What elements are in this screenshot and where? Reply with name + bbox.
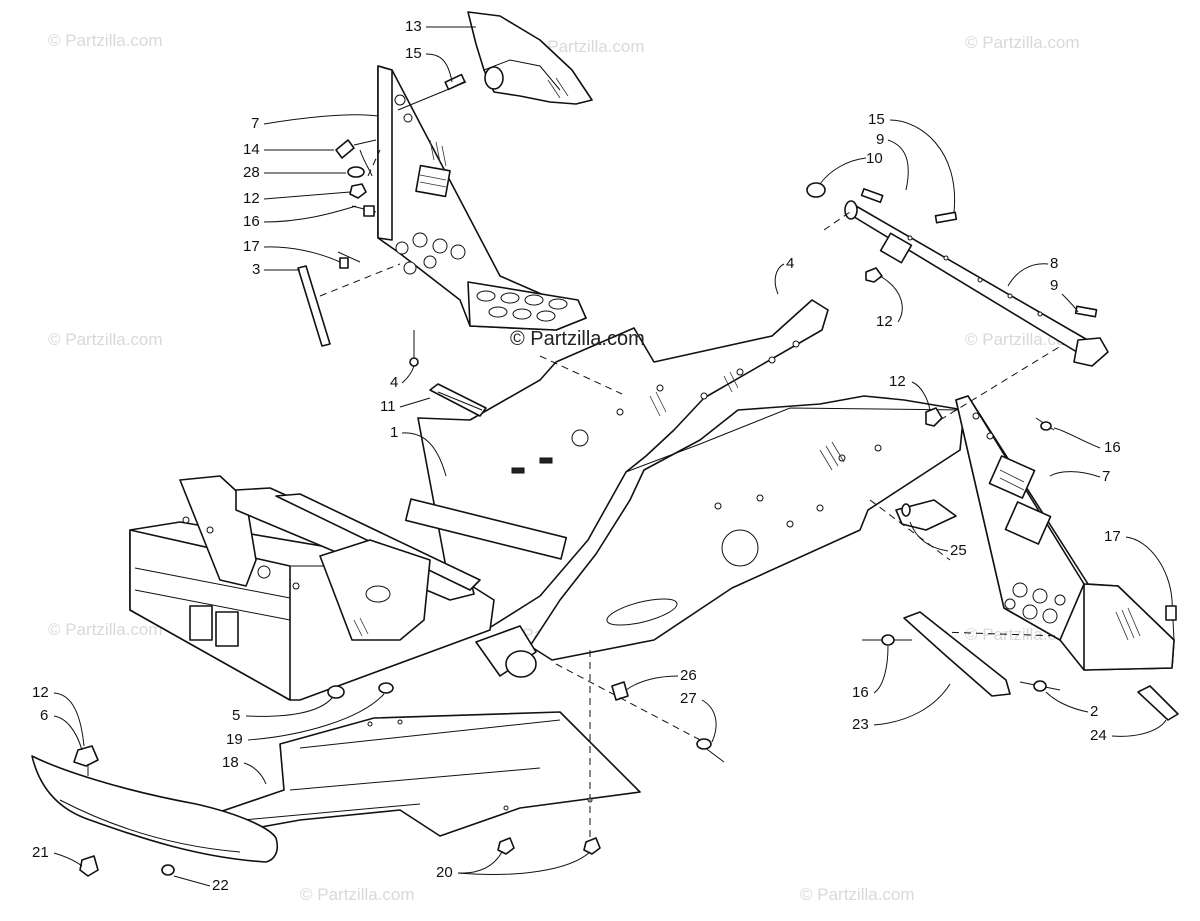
callout-14: 14 — [243, 141, 260, 158]
watermark: © Partzilla.com — [300, 885, 415, 904]
front-bracket-23 — [903, 611, 1011, 697]
right-hardware — [862, 417, 1177, 692]
callout-10: 10 — [866, 150, 883, 167]
callout-16: 16 — [852, 684, 869, 701]
callout-20: 20 — [436, 864, 453, 881]
callout-16: 16 — [243, 213, 260, 230]
callout-23: 23 — [852, 716, 869, 733]
callout-13: 13 — [405, 18, 422, 35]
callout-19: 19 — [226, 731, 243, 748]
steering-support-left — [377, 65, 587, 331]
callout-2: 2 — [1090, 703, 1098, 720]
callout-12: 12 — [889, 373, 906, 390]
callout-17: 17 — [243, 238, 260, 255]
callout-28: 28 — [243, 164, 260, 181]
steering-cover — [467, 11, 593, 105]
top-left-hardware — [297, 73, 467, 347]
steering-support-right — [869, 343, 1175, 671]
callout-5: 5 — [232, 707, 240, 724]
callout-9: 9 — [876, 131, 884, 148]
strip-and-rivet — [409, 330, 487, 417]
callout-16: 16 — [1104, 439, 1121, 456]
watermark: © Partzilla.com — [530, 37, 645, 56]
callout-26: 26 — [680, 667, 697, 684]
callout-4: 4 — [390, 374, 398, 391]
callout-27: 27 — [680, 690, 697, 707]
callout-7: 7 — [251, 115, 259, 132]
callout-layer: 13 15 7 14 28 12 16 17 3 4 11 1 — [32, 18, 1173, 894]
callout-9: 9 — [1050, 277, 1058, 294]
main-frame — [129, 299, 965, 701]
callout-24: 24 — [1090, 727, 1107, 744]
watermark: © Partzilla.com — [965, 33, 1080, 52]
watermark: © Partzilla.com — [48, 620, 163, 639]
callout-8: 8 — [1050, 255, 1058, 272]
watermark: © Partzilla.com — [800, 885, 915, 904]
watermark: © Partzilla.com — [48, 330, 163, 349]
callout-15: 15 — [405, 45, 422, 62]
callout-17: 17 — [1104, 528, 1121, 545]
watermark: © Partzilla.com — [48, 31, 163, 50]
callout-12: 12 — [32, 684, 49, 701]
callout-4: 4 — [786, 255, 794, 272]
callout-12: 12 — [243, 190, 260, 207]
callout-11: 11 — [380, 398, 396, 415]
callout-25: 25 — [950, 542, 967, 559]
bottom-fasteners — [497, 650, 725, 855]
front-bumper — [31, 745, 279, 877]
callout-1: 1 — [390, 424, 398, 441]
callout-7: 7 — [1102, 468, 1110, 485]
plate-24 — [1137, 685, 1179, 721]
callout-22: 22 — [212, 877, 229, 894]
belly-pan — [195, 711, 641, 837]
callout-21: 21 — [32, 844, 49, 861]
callout-15: 15 — [868, 111, 885, 128]
callout-18: 18 — [222, 754, 239, 771]
callout-6: 6 — [40, 707, 48, 724]
callout-12: 12 — [876, 313, 893, 330]
cross-tube — [806, 182, 1109, 367]
center-watermark: © Partzilla.com — [510, 328, 645, 350]
bracket-25 — [895, 499, 957, 531]
callout-3: 3 — [252, 261, 260, 278]
